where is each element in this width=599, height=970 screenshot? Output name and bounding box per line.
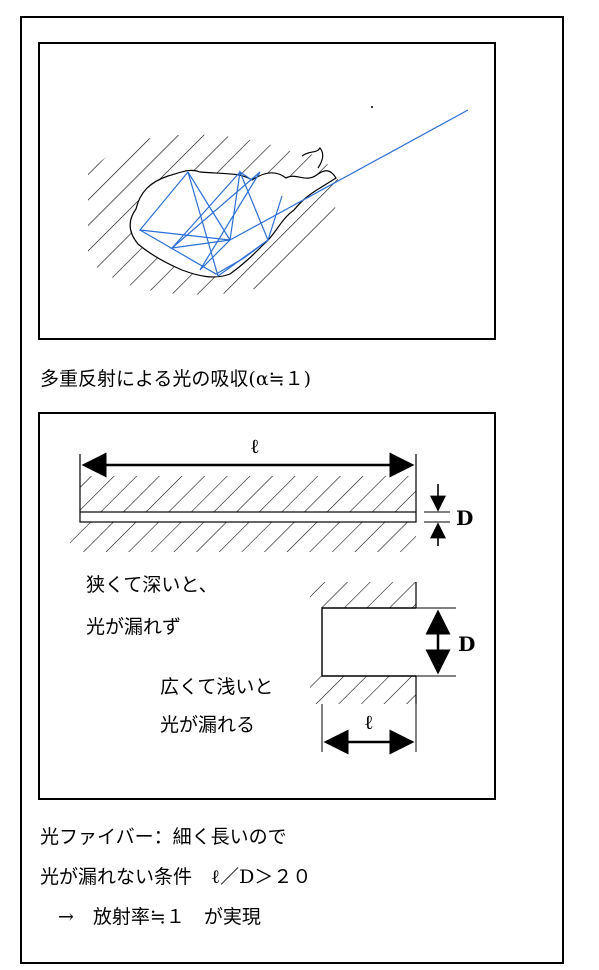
incoming-ray <box>229 109 469 241</box>
wide-shallow-label-2: 光が漏れる <box>160 714 256 736</box>
length-label-top: ℓ <box>250 434 260 458</box>
cavity-diagram-panel <box>38 42 496 340</box>
length-label-bottom: ℓ <box>364 710 374 734</box>
cavity-edge <box>301 146 324 169</box>
outer-frame <box>20 16 564 964</box>
reflection-path-2 <box>139 195 283 275</box>
gap-label-top: D <box>456 506 474 530</box>
narrow-deep-label-2: 光が漏れず <box>86 616 182 638</box>
caption-multiple-reflection: 多重反射による光の吸収(α≒１) <box>40 368 312 390</box>
narrow-deep-label-1: 狭くて深いと、 <box>86 574 218 596</box>
cavity-outline <box>129 169 337 278</box>
narrow-slit-channel <box>79 511 417 523</box>
wide-groove-outline <box>321 607 416 677</box>
footer-line-2: 光が漏れない条件 ℓ／D＞２０ <box>40 866 312 888</box>
slit-diagram-panel: ℓ D D 狭くて深いと、 光が漏れず 広くて浅いと 光が漏れる ℓ <box>38 412 496 800</box>
depth-label: D <box>458 632 476 656</box>
footer-line-3: → 放射率≒１ が実現 <box>58 906 261 928</box>
slit-diagram <box>70 452 456 755</box>
slit-upper-block <box>80 476 416 512</box>
slit-lower-block <box>70 522 416 552</box>
groove-lower-block <box>310 676 416 704</box>
groove-upper-block <box>310 582 416 608</box>
light-rays <box>138 109 469 277</box>
footer-line-1: 光ファイバー：細く長いので <box>40 826 287 848</box>
dot-mark <box>371 106 373 108</box>
cavity-diagram <box>88 106 469 295</box>
wide-shallow-label-1: 広くて浅いと <box>160 676 274 698</box>
reflection-path-3 <box>171 171 253 249</box>
